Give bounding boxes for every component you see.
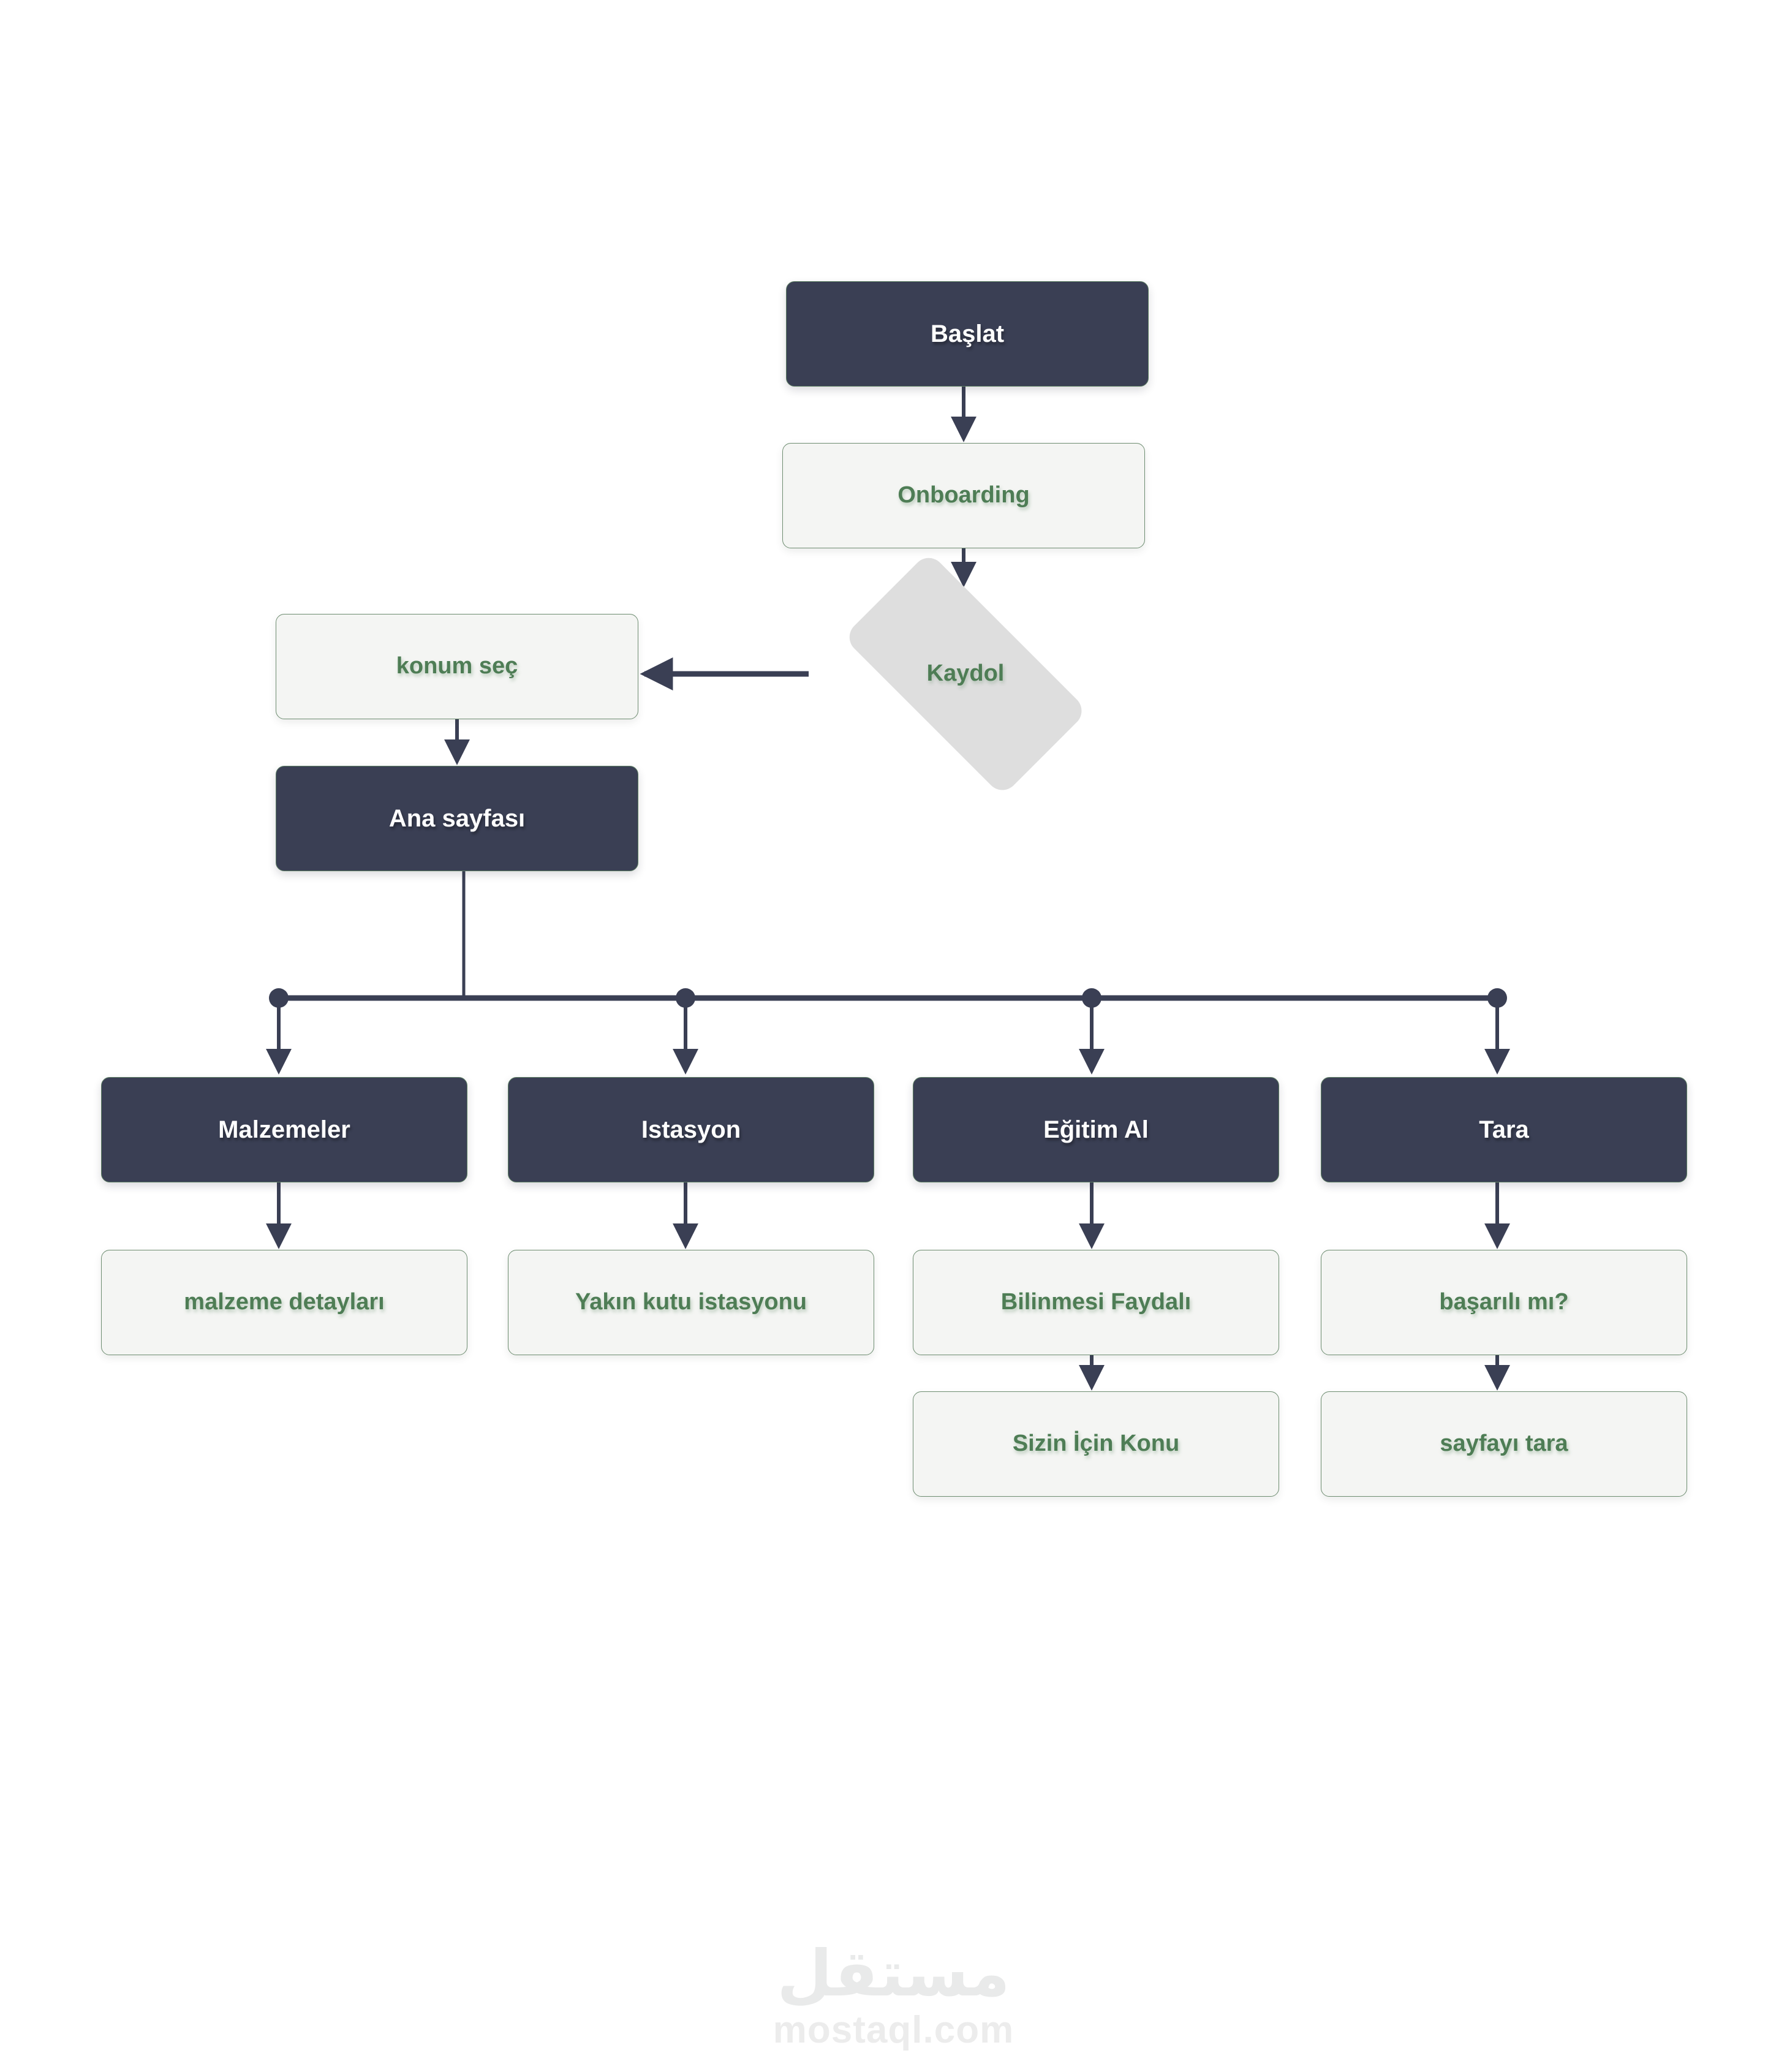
node-malzemeler[interactable]: Malzemeler [101,1077,467,1182]
node-label: Ana sayfası [388,805,526,832]
node-label: Tara [1479,1116,1529,1143]
node-label: Malzemeler [218,1116,350,1143]
node-istasyon[interactable]: Istasyon [508,1077,874,1182]
node-basarili-mi[interactable]: başarılı mı? [1321,1250,1687,1355]
node-label: Eğitim Al [1043,1116,1149,1143]
bus-dot-egitimal [1082,988,1101,1008]
node-label: sayfayı tara [1440,1431,1568,1457]
node-label: Istasyon [641,1116,741,1143]
node-label: Bilinmesi Faydalı [1000,1289,1192,1315]
node-label: Yakın kutu istasyonu [575,1289,807,1315]
node-sayfayi-tara[interactable]: sayfayı tara [1321,1391,1687,1497]
node-kaydol[interactable]: Kaydol [806,551,1125,796]
node-label: Kaydol [926,660,1005,687]
bus-dot-malzemeler [269,988,289,1008]
node-ana-sayfasi[interactable]: Ana sayfası [276,766,638,871]
watermark-arabic-logo: مستقل [777,1938,1010,2010]
node-label: malzeme detayları [184,1289,385,1315]
node-sizin-icin-konu[interactable]: Sizin İçin Konu [913,1391,1279,1497]
node-tara[interactable]: Tara [1321,1077,1687,1182]
node-baslat[interactable]: Başlat [786,281,1149,387]
mostaql-watermark: مستقل mostaql.com [0,1938,1787,2054]
node-label: konum seç [396,653,518,679]
node-konum-sec[interactable]: konum seç [276,614,638,719]
node-label: başarılı mı? [1439,1289,1569,1315]
node-yakin-kutu-istasyonu[interactable]: Yakın kutu istasyonu [508,1250,874,1355]
bus-dot-tara [1487,988,1507,1008]
node-label: Onboarding [897,482,1030,509]
node-malzeme-detaylari[interactable]: malzeme detayları [101,1250,467,1355]
bus-dot-istasyon [676,988,695,1008]
node-egitim-al[interactable]: Eğitim Al [913,1077,1279,1182]
node-label: Başlat [930,320,1005,347]
node-label: Sizin İçin Konu [1012,1431,1180,1457]
node-bilinmesi-faydali[interactable]: Bilinmesi Faydalı [913,1250,1279,1355]
watermark-domain-text: mostaql.com [773,2009,1014,2052]
node-onboarding[interactable]: Onboarding [782,443,1145,548]
